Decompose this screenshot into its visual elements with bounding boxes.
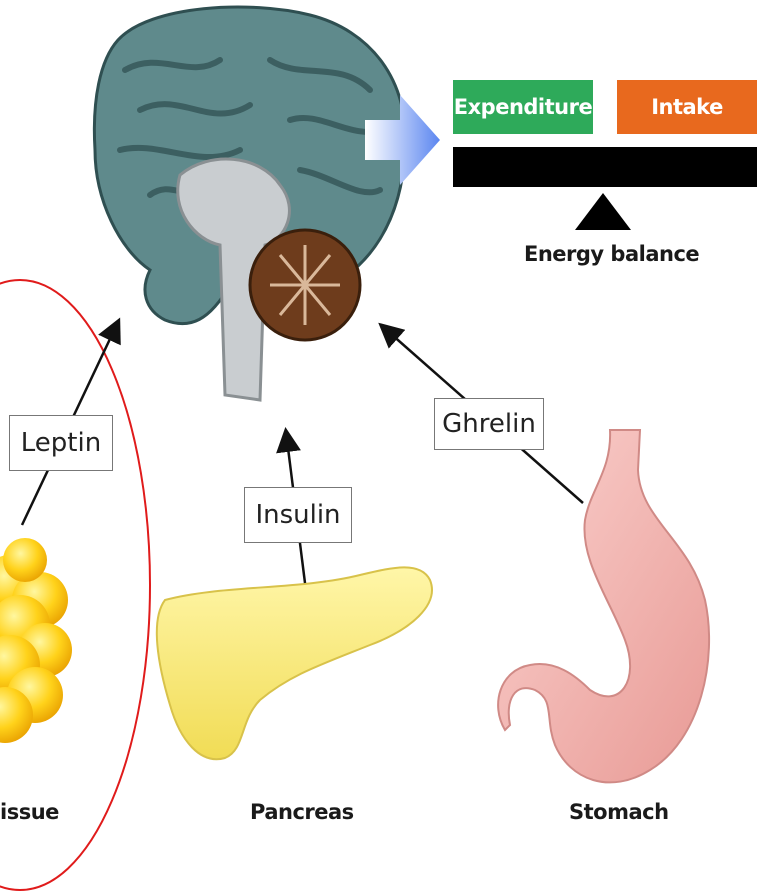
ghrelin-label: Ghrelin [434,398,544,450]
intake-label: Intake [617,80,757,134]
energy-balance-caption: Energy balance [524,242,699,266]
fulcrum-icon [575,193,631,230]
pancreas-icon [157,567,432,759]
leptin-label: Leptin [9,415,113,471]
stomach-icon [498,430,709,782]
stomach-label: Stomach [569,800,669,824]
balance-beam [453,147,757,187]
pancreas-label: Pancreas [250,800,354,824]
adipose-tissue-label: issue [0,800,59,824]
brain-icon [94,7,405,400]
insulin-label: Insulin [244,487,352,543]
adipose-tissue-icon [0,538,72,743]
expenditure-label: Expenditure [453,80,593,134]
